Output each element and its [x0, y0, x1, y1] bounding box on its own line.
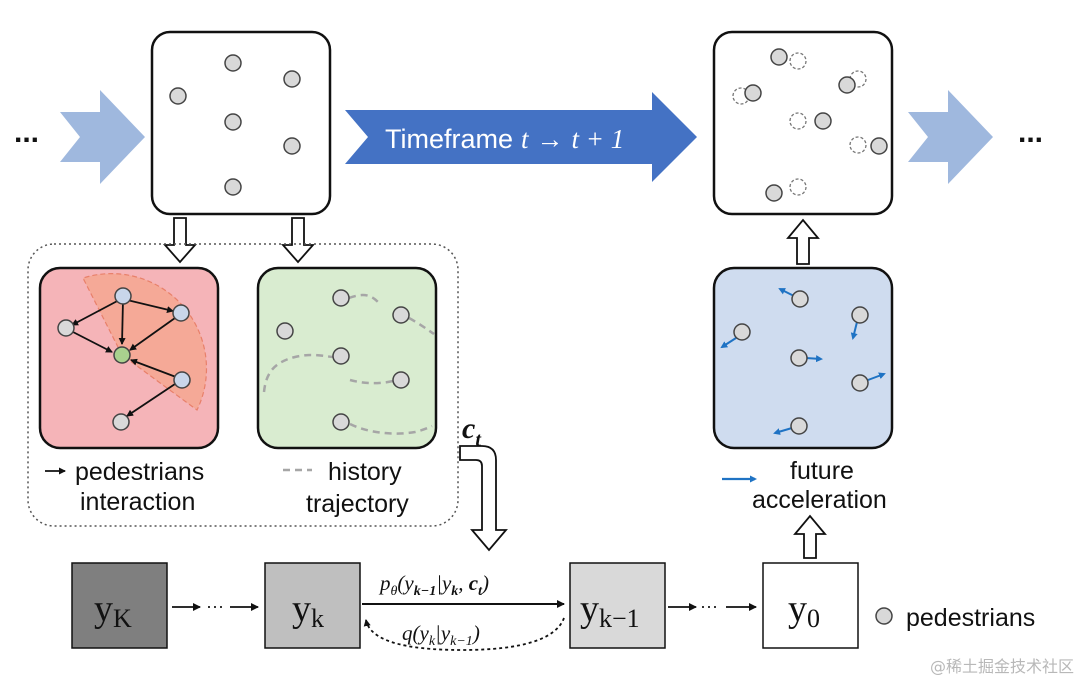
light-arrow-left — [60, 90, 145, 184]
hollow-up-arrow-to-next-frame — [786, 218, 820, 265]
pedestrian-node — [838, 76, 856, 94]
next-frame-pedestrians — [744, 48, 888, 202]
acceleration-arrows — [720, 288, 886, 435]
history-legend-line2: trajectory — [306, 490, 409, 518]
history-nodes — [276, 289, 410, 431]
history-trajectory — [408, 316, 435, 336]
target-pedestrian-node — [113, 346, 131, 364]
pedestrian-node — [392, 371, 410, 389]
chain-ellipsis-1: ··· — [206, 596, 224, 616]
pedestrian-node — [770, 48, 788, 66]
pedestrian-node — [283, 137, 301, 155]
acceleration-arrow — [773, 427, 793, 435]
pedestrian-node — [791, 290, 809, 308]
p-theta-label: pθ(yk−1|yk, ct) — [378, 571, 489, 599]
yk-minus-1-box — [569, 562, 666, 649]
ellipsis-left: ... — [14, 116, 39, 149]
history-legend-line1: history — [328, 458, 402, 486]
acceleration-arrow — [867, 372, 886, 381]
yk-label: yk — [292, 588, 324, 633]
interaction-edge — [72, 331, 113, 353]
acceleration-arrow — [720, 337, 737, 349]
y0-box — [762, 562, 859, 649]
hollow-down-arrow-2 — [281, 217, 315, 264]
chain-ellipsis-2: ··· — [700, 596, 718, 616]
history-trajectory — [349, 378, 394, 385]
interaction-edge — [126, 383, 176, 417]
pedestrian-node — [224, 113, 242, 131]
ct-bent-arrow — [459, 445, 508, 552]
pedestrian-node — [790, 349, 808, 367]
pedestrian-node — [851, 306, 869, 324]
ct-label: ct — [462, 412, 482, 451]
pedestrian-node — [851, 374, 869, 392]
hollow-up-arrow-from-y0 — [793, 514, 827, 559]
acceleration-arrow — [805, 355, 823, 363]
pedestrian-node — [169, 87, 187, 105]
acceleration-arrow — [850, 321, 858, 340]
pedestrian-node — [172, 304, 190, 322]
pedestrian-node — [765, 184, 783, 202]
light-arrow-right — [908, 90, 993, 184]
hollow-down-arrow-1 — [163, 217, 197, 264]
previous-position-node — [789, 52, 807, 70]
previous-position-node — [789, 112, 807, 130]
pedestrian-node — [173, 371, 191, 389]
pedestrian-node — [870, 137, 888, 155]
interaction-legend-line2: interaction — [80, 488, 195, 516]
interaction-edge — [126, 299, 174, 314]
timeframe-arrow — [345, 92, 697, 182]
hollow-down-arrows — [163, 217, 315, 264]
interaction-edge — [129, 317, 176, 351]
pedestrian-node — [283, 70, 301, 88]
pedestrian-node — [733, 323, 751, 341]
y0-label: y0 — [788, 588, 820, 633]
interaction-edge — [71, 297, 124, 326]
yk-minus-1-label: yk−1 — [580, 588, 640, 633]
pedestrian-node — [114, 287, 132, 305]
ellipsis-right: ... — [1018, 116, 1043, 149]
acceleration-arrow — [778, 288, 795, 297]
future-nodes — [733, 290, 869, 435]
watermark: @稀土掘金技术社区 — [930, 657, 1074, 676]
pedestrian-legend-label: pedestrians — [906, 604, 1035, 632]
pedestrian-node — [332, 413, 350, 431]
history-trajectory — [348, 293, 379, 303]
interaction-legend-line1: pedestrians — [75, 458, 204, 486]
pedestrian-node — [332, 347, 350, 365]
pedestrian-node — [276, 322, 294, 340]
q-label: q(yk|yk−1) — [402, 621, 480, 649]
pedestrian-node — [112, 413, 130, 431]
yk-box — [264, 562, 361, 649]
current-frame-pedestrians — [169, 54, 301, 196]
interaction-edge — [118, 299, 126, 345]
history-trajectory — [349, 422, 433, 435]
history-trajectories — [262, 293, 435, 435]
pedestrian-node — [744, 84, 762, 102]
future-legend-line2: acceleration — [752, 486, 887, 514]
previous-position-node — [789, 178, 807, 196]
future-legend-line1: future — [790, 457, 854, 485]
yK-label: yK — [94, 588, 132, 633]
interaction-edges — [71, 297, 177, 417]
pedestrian-node — [814, 112, 832, 130]
history-trajectory — [262, 353, 334, 393]
pedestrian-node — [57, 319, 75, 337]
interaction-edge — [130, 358, 177, 378]
pedestrian-node — [332, 289, 350, 307]
reverse-transition-arc — [363, 617, 565, 651]
pedestrian-node — [392, 306, 410, 324]
pedestrian-node — [224, 54, 242, 72]
pedestrian-node — [790, 417, 808, 435]
pedestrian-legend-node — [875, 607, 893, 625]
pedestrian-node — [224, 178, 242, 196]
yK-box — [71, 562, 168, 649]
interaction-nodes — [57, 287, 191, 431]
previous-position-node — [849, 136, 867, 154]
